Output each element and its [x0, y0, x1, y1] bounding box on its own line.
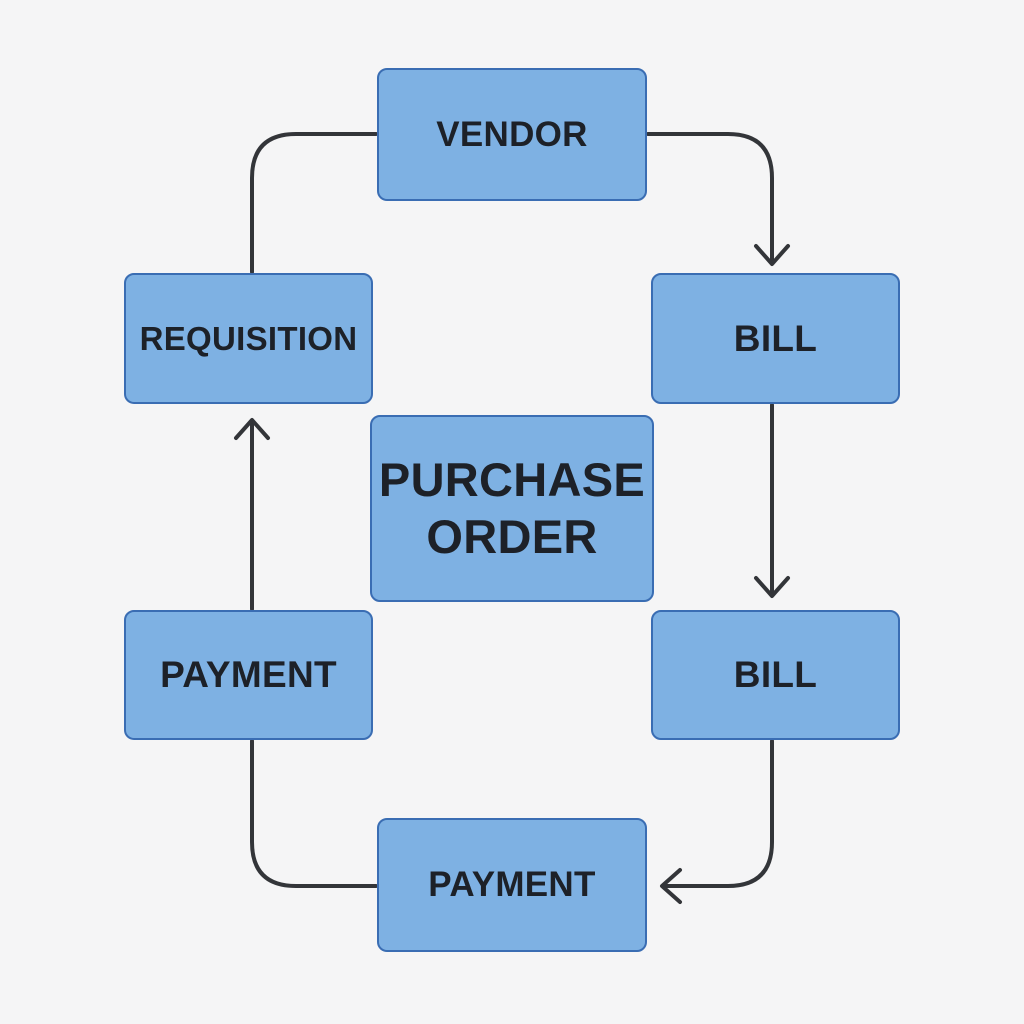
node-bill-top: BILL [651, 273, 900, 404]
node-payment-bottom: PAYMENT [377, 818, 647, 952]
node-requisition: REQUISITION [124, 273, 373, 404]
edge-requisition-vendor [250, 132, 378, 274]
arrowhead-bill-top [754, 244, 790, 266]
arrowhead-requisition [234, 418, 270, 440]
node-purchase-order-line2: ORDER [426, 509, 598, 563]
edge-bill-payment [662, 739, 774, 888]
edge-vendor-bill [646, 132, 774, 264]
node-payment-bottom-label: PAYMENT [428, 865, 596, 904]
node-purchase-order-line1: PURCHASE [378, 453, 646, 507]
arrowhead-payment-bottom [660, 868, 682, 904]
node-vendor: VENDOR [377, 68, 647, 201]
node-payment-left: PAYMENT [124, 610, 373, 740]
node-bill-bottom-label: BILL [733, 654, 818, 695]
arrowhead-bill-bottom [754, 576, 790, 598]
node-bill-top-label: BILL [733, 317, 818, 359]
node-purchase-order: PURCHASE ORDER [370, 415, 654, 602]
node-vendor-label: VENDOR [436, 114, 588, 154]
node-payment-left-label: PAYMENT [160, 654, 337, 695]
edge-payment-payment [250, 739, 378, 888]
node-bill-bottom: BILL [651, 610, 900, 740]
node-requisition-label: REQUISITION [139, 319, 358, 357]
